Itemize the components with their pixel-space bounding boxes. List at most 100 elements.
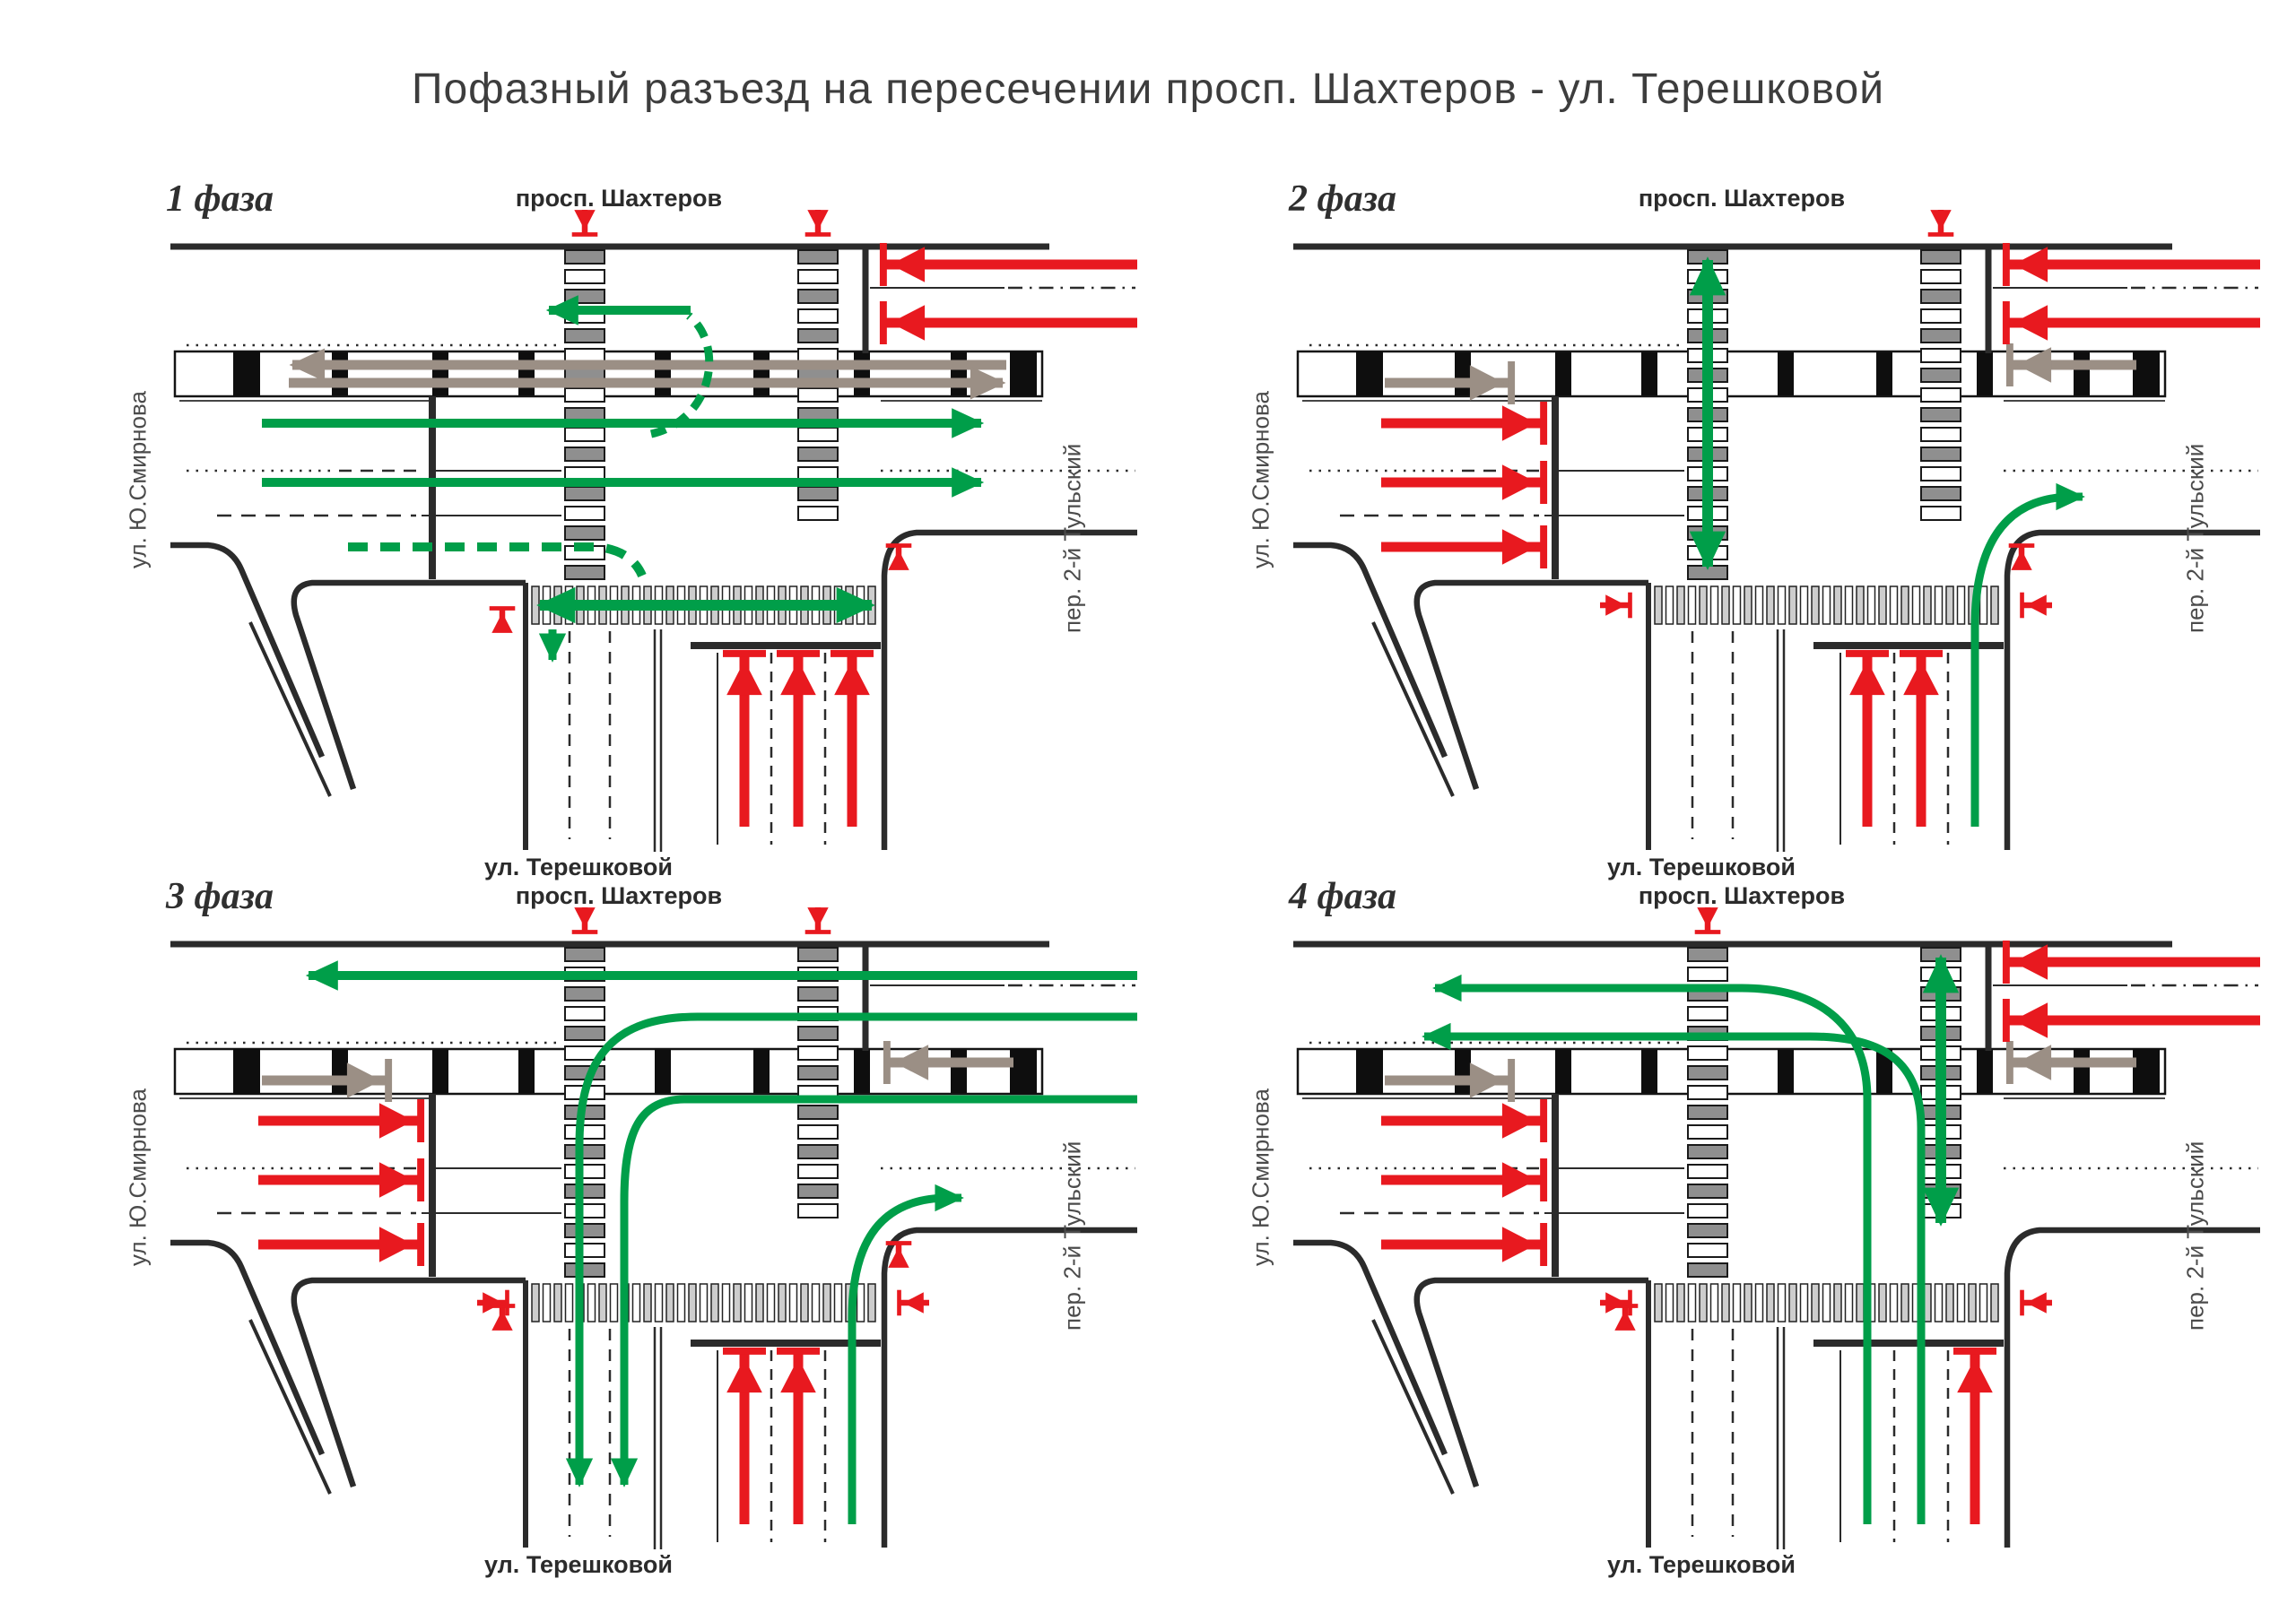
crosswalk-south-stripe — [1979, 585, 1988, 625]
crosswalk-west-stripe — [564, 986, 605, 1002]
crosswalk-south-stripe — [1911, 585, 1921, 625]
crosswalk-west-stripe — [1687, 1065, 1728, 1080]
crosswalk-east-stripe — [1920, 368, 1961, 383]
crosswalk-south-stripe — [1934, 585, 1944, 625]
phase-label: 1 фаза — [166, 178, 274, 220]
median-tie — [2074, 352, 2090, 395]
intersection-diagram-phase-2 — [1293, 210, 2260, 852]
median-tie — [1977, 1050, 1993, 1093]
crosswalk-south-stripe — [1799, 1283, 1809, 1322]
median-tie — [1977, 352, 1993, 395]
road-line — [2004, 1227, 2260, 1548]
median-tie — [1641, 1050, 1657, 1093]
crosswalk-south-stripe — [856, 1283, 865, 1322]
road-line — [1413, 1277, 1648, 1488]
crosswalk-south-stripe — [1878, 1283, 1887, 1322]
road-line — [1293, 1239, 1448, 1456]
crosswalk-west-stripe — [1687, 1085, 1728, 1100]
crosswalk-east-stripe — [1920, 447, 1961, 462]
crosswalk-west-stripe — [1687, 1006, 1728, 1021]
crosswalk-south-stripe — [1822, 1283, 1831, 1322]
crosswalk-east-stripe — [797, 1065, 839, 1080]
car-north-right-turn — [848, 1184, 964, 1524]
crosswalk-east-stripe — [797, 427, 839, 442]
crosswalk-east-stripe — [797, 308, 839, 324]
crosswalk-east-stripe — [1920, 289, 1961, 304]
median-tie — [1641, 352, 1657, 395]
car-north-left-turn-2 — [1422, 1022, 1926, 1524]
crosswalk-south-stripe — [710, 1283, 719, 1322]
crosswalk-south-stripe — [1721, 585, 1730, 625]
crosswalk-south-stripe — [688, 1283, 697, 1322]
crosswalk-west-stripe — [564, 525, 605, 541]
median-tie — [753, 352, 770, 395]
crosswalk-south-stripe — [1956, 1283, 1966, 1322]
crosswalk-south-stripe — [811, 1283, 821, 1322]
crosswalk-east-stripe — [797, 328, 839, 343]
crosswalk-south-stripe — [1856, 1283, 1865, 1322]
crosswalk-east-stripe — [1920, 249, 1961, 264]
crosswalk-south-stripe — [1945, 1283, 1954, 1322]
median-tie — [1455, 352, 1471, 395]
car-east-right-turn-dashed — [348, 542, 647, 578]
crosswalk-south-stripe — [1833, 585, 1842, 625]
crosswalk-east-stripe — [797, 447, 839, 462]
median-tie — [332, 352, 348, 395]
crosswalk-west-stripe — [564, 1124, 605, 1140]
crosswalk-south-stripe — [744, 1283, 753, 1322]
median-end-cap-west — [1356, 351, 1383, 396]
crosswalk-south-stripe — [1754, 1283, 1764, 1322]
intersection-diagram-phase-4 — [1293, 907, 2260, 1549]
street-label-bottom: ул. Терешковой — [484, 1551, 673, 1578]
crosswalk-west-stripe — [1687, 1243, 1728, 1258]
crosswalk-south-stripe — [1777, 585, 1787, 625]
median-tie — [951, 352, 967, 395]
crosswalk-south-stripe — [553, 1283, 562, 1322]
median-outline — [1296, 350, 2167, 398]
crosswalk-south-stripe — [1665, 1283, 1674, 1322]
street-label-bottom: ул. Терешковой — [1607, 1551, 1796, 1578]
crosswalk-west-stripe — [564, 565, 605, 580]
crosswalk-south-stripe — [1788, 585, 1797, 625]
crosswalk-south-stripe — [1788, 1283, 1797, 1322]
crosswalk-west-stripe — [1687, 1124, 1728, 1140]
phase-label: 2 фаза — [1289, 178, 1396, 220]
crosswalk-south-stripe — [1956, 585, 1966, 625]
median-tie — [655, 352, 671, 395]
median-tie — [854, 1050, 870, 1093]
crosswalk-south-stripe — [665, 1283, 674, 1322]
crosswalk-south-stripe — [1811, 585, 1820, 625]
crosswalk-south-stripe — [564, 1283, 574, 1322]
crosswalk-south-stripe — [721, 1283, 731, 1322]
crosswalk-west-stripe — [1687, 1203, 1728, 1218]
crosswalk-west-stripe — [564, 1164, 605, 1179]
crosswalk-west-stripe — [564, 427, 605, 442]
crosswalk-south-stripe — [1900, 585, 1909, 625]
road-line — [291, 1277, 526, 1488]
median-tie — [2074, 1050, 2090, 1093]
car-east-uturn-arc — [649, 312, 714, 438]
road-line — [1413, 579, 1648, 791]
crosswalk-south-stripe — [676, 1283, 686, 1322]
median-end-cap-east — [2133, 351, 2160, 396]
crosswalk-west-stripe — [564, 1026, 605, 1041]
median-tie — [1455, 1050, 1471, 1093]
crosswalk-east-stripe — [1920, 466, 1961, 481]
median-outline — [173, 350, 1044, 398]
crosswalk-east-stripe — [797, 1124, 839, 1140]
crosswalk-south-stripe — [1945, 585, 1954, 625]
crosswalk-south-stripe — [1990, 585, 1999, 625]
crosswalk-west-stripe — [564, 1262, 605, 1278]
street-label-bottom: ул. Терешковой — [484, 854, 673, 880]
crosswalk-south-stripe — [1822, 585, 1831, 625]
median-tie — [655, 1050, 671, 1093]
street-label-left: ул. Ю.Смирнова — [124, 391, 152, 568]
crosswalk-west-stripe — [564, 249, 605, 264]
road-base — [170, 243, 1137, 852]
crosswalk-east-stripe — [1920, 486, 1961, 501]
tram-median-band — [173, 1047, 1044, 1096]
median-tie — [1876, 352, 1892, 395]
crosswalk-east-stripe — [797, 947, 839, 962]
crosswalk-south-stripe — [1889, 585, 1899, 625]
